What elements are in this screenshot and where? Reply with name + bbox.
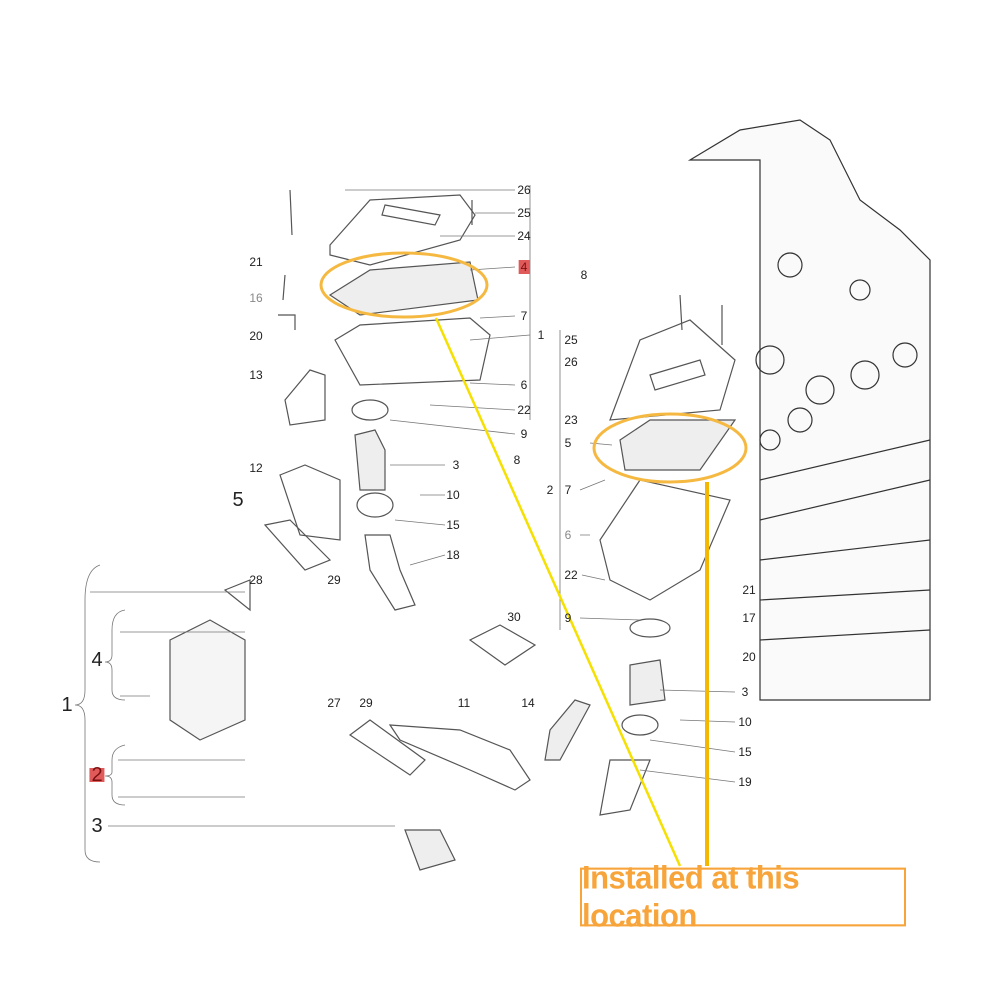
right-airbox-drawing (599, 294, 737, 816)
callout-number: 24 (517, 229, 531, 243)
callout-number: 19 (738, 775, 752, 789)
callout-number: 26 (564, 355, 578, 369)
callout-number: 5 (232, 489, 244, 511)
installed-location-callout: Installed at this location (580, 859, 906, 934)
callout-number: 9 (520, 427, 528, 441)
callout-number: 23 (564, 413, 578, 427)
callout-number: 8 (513, 453, 521, 467)
callout-number: 10 (446, 488, 460, 502)
callout-number: 20 (742, 650, 756, 664)
callout-number: 3 (741, 685, 749, 699)
callout-number: 25 (564, 333, 578, 347)
callout-number: 7 (520, 309, 528, 323)
lower-ducts-drawing (169, 579, 591, 871)
callout-number: 6 (564, 528, 572, 542)
callout-number: 29 (359, 696, 373, 710)
highlighted-part-number: 2 (89, 764, 105, 786)
left-pointer-line (434, 317, 682, 867)
callout-number: 3 (91, 815, 103, 837)
callout-number: 18 (446, 548, 460, 562)
engine-block-drawing (687, 119, 931, 701)
callout-number: 3 (452, 458, 460, 472)
callout-number: 22 (564, 568, 578, 582)
callout-number: 20 (249, 329, 263, 343)
callout-number: 16 (249, 291, 263, 305)
callout-number: 21 (742, 583, 756, 597)
highlighted-part-number: 4 (518, 260, 530, 274)
callout-number: 12 (249, 461, 263, 475)
callout-number: 30 (507, 610, 521, 624)
callout-number: 14 (521, 696, 535, 710)
callout-number: 6 (520, 378, 528, 392)
callout-number: 27 (327, 696, 341, 710)
callout-number: 28 (249, 573, 263, 587)
callout-number: 10 (738, 715, 752, 729)
callout-number: 21 (249, 255, 263, 269)
callout-number: 29 (327, 573, 341, 587)
callout-number: 15 (446, 518, 460, 532)
callout-number: 15 (738, 745, 752, 759)
callout-number: 17 (742, 611, 756, 625)
callout-number: 1 (537, 328, 545, 342)
callout-number: 4 (91, 649, 103, 671)
callout-number: 22 (517, 403, 531, 417)
callout-number: 11 (457, 696, 471, 710)
callout-number: 9 (564, 611, 572, 625)
callout-number: 26 (517, 183, 531, 197)
callout-number: 8 (580, 268, 588, 282)
callout-number: 2 (546, 483, 554, 497)
callout-number: 25 (517, 206, 531, 220)
callout-number: 7 (564, 483, 572, 497)
left-airbox-drawing (263, 189, 491, 611)
left-filter-highlight (319, 251, 489, 319)
callout-number: 5 (564, 436, 572, 450)
callout-number: 1 (61, 694, 73, 716)
callout-number: 13 (249, 368, 263, 382)
right-filter-highlight (592, 412, 748, 484)
